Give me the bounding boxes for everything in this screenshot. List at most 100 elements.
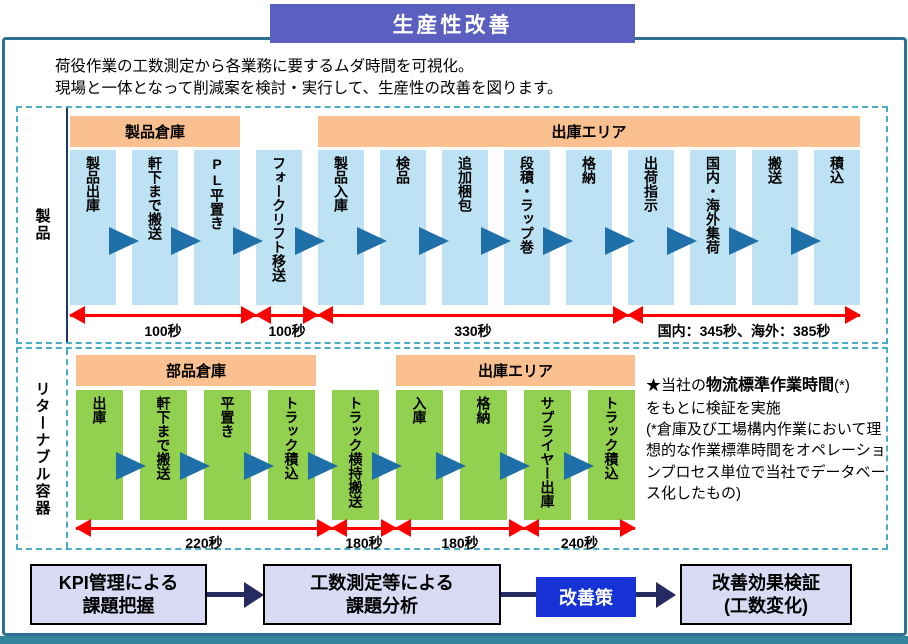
measure-label: 国内：345秒、海外：385秒 [657,323,831,339]
section-products: 製品 製品倉庫 出庫エリア 製品出庫 軒下まで搬送 PL平置き フォークリフト移… [16,106,888,344]
flow-arrow-icon [605,227,635,255]
standard-time-note: ★当社の物流標準作業時間(*) をもとに検証を実施 (*倉庫及び工場構内作業にお… [646,375,890,504]
flow-arrow-icon [729,227,759,255]
measure-label: 330秒 [454,323,492,339]
intro-line-2: 現場と一体となって削減案を検討・実行して、生産性の改善を図ります。 [55,80,563,98]
step-label: フォークリフト移送 [271,156,287,282]
measure-label: 100秒 [144,323,182,339]
process-step: 軒下まで搬送 [132,150,178,305]
flow-arrow-icon [295,227,325,255]
step-label: 製品入庫 [333,156,349,212]
step-label: 格納 [475,396,492,424]
note-body: (*倉庫及び工場構内作業において理想的な作業標準時間をオペレーションプロセス単位… [646,421,886,502]
area-header-product-warehouse: 製品倉庫 [70,116,240,147]
flow-arrow-icon [109,227,139,255]
section-containers-row-label: リターナブル容器 [18,349,68,548]
flow-arrow-icon [667,227,697,255]
step-label: サプライヤー出庫 [539,396,556,508]
flow-arrowhead-icon [244,582,264,608]
step-label: 段積・ラップ巻 [519,156,535,254]
measure-label: 180秒 [441,535,479,551]
flow-box-analysis: 工数測定等による 課題分析 [263,564,501,625]
step-label: PL平置き [209,156,225,230]
note-line2: をもとに検証を実施 [646,399,781,417]
process-step: 追加梱包 [442,150,488,305]
note-bold-term: 物流標準作業時間 [706,377,835,394]
step-label: 軒下まで搬送 [147,156,163,240]
flow-arrow-icon [180,452,210,480]
process-step: 入庫 [396,390,443,520]
flow-arrow-icon [171,227,201,255]
step-label: 検品 [395,156,411,184]
flow-box-verification: 改善効果検証 (工数変化) [680,564,852,625]
flow-arrow-icon [543,227,573,255]
area-header-parts-warehouse: 部品倉庫 [76,355,316,386]
process-step: 段積・ラップ巻 [504,150,550,305]
process-step: 積込 [814,150,860,305]
flow-connector-line [206,592,246,597]
measure-arrow-icon [75,519,333,537]
flow-arrow-icon [233,227,263,255]
flow-box-line: 工数測定等による [310,573,454,593]
flow-arrow-icon [436,452,466,480]
process-step: トラック横持搬送 [332,390,379,520]
measure-label: 180秒 [345,535,383,551]
step-label: 積込 [829,156,845,184]
process-step: サプライヤー出庫 [524,390,571,520]
measure-arrow-icon [317,306,629,324]
step-label: 平置き [219,396,236,438]
measure-arrow-icon [523,519,636,537]
flow-arrow-icon [116,452,146,480]
process-step: 平置き [204,390,251,520]
bottom-accent-bar [0,636,908,644]
flow-arrow-icon [357,227,387,255]
section-products-row-label: 製品 [18,108,68,342]
page-title: 生産性改善 [270,4,635,43]
measure-arrow-icon [69,306,257,324]
process-step: 格納 [460,390,507,520]
kaizen-measure-badge: 改善策 [536,577,636,617]
measure-label: 100秒 [268,323,306,339]
measure-arrow-icon [255,306,319,324]
flow-arrow-icon [419,227,449,255]
measure-arrow-icon [331,519,397,537]
flow-box-line: 課題把握 [82,595,155,616]
flow-box-line: KPI管理による [58,573,179,593]
process-step: PL平置き [194,150,240,305]
process-step: 搬送 [752,150,798,305]
row-label-text: リターナブル容器 [33,380,51,517]
flow-arrow-icon [791,227,821,255]
flow-arrow-icon [500,452,530,480]
note-star: (*) [834,377,850,394]
measure-label: 240秒 [560,535,599,551]
process-step: 格納 [566,150,612,305]
step-label: 出庫 [91,396,108,424]
note-prefix: ★当社の [646,377,707,394]
flow-arrowhead-icon [656,582,676,608]
process-step: 出荷指示 [628,150,674,305]
step-label: 搬送 [767,156,783,184]
flow-box-line: 課題分析 [346,595,418,616]
process-step: 軒下まで搬送 [140,390,187,520]
flow-box-line: (工数変化) [724,595,808,616]
flow-arrow-icon [481,227,511,255]
intro-line-1: 荷役作業の工数測定から各業務に要するムダ時間を可視化。 [55,58,474,75]
step-label: 入庫 [411,396,428,424]
process-step: 製品出庫 [70,150,116,305]
process-step: 国内・海外集荷 [690,150,736,305]
process-step: 出庫 [76,390,123,520]
process-step: フォークリフト移送 [256,150,302,305]
section-returnable-containers: リターナブル容器 部品倉庫 出庫エリア 出庫 軒下まで搬送 平置き トラック積込… [16,347,890,551]
step-label: 追加梱包 [457,156,473,212]
step-label: トラック積込 [603,396,620,480]
flow-arrow-icon [308,452,338,480]
process-step: トラック積込 [268,390,315,520]
flow-arrow-icon [372,452,402,480]
measure-arrow-icon [395,519,525,537]
process-step: トラック積込 [588,390,635,520]
process-step: 検品 [380,150,426,305]
row-label-text: 製品 [33,208,51,242]
process-step: 製品入庫 [318,150,364,305]
area-header-shipping-area: 出庫エリア [396,355,635,386]
step-label: 製品出庫 [85,156,101,212]
